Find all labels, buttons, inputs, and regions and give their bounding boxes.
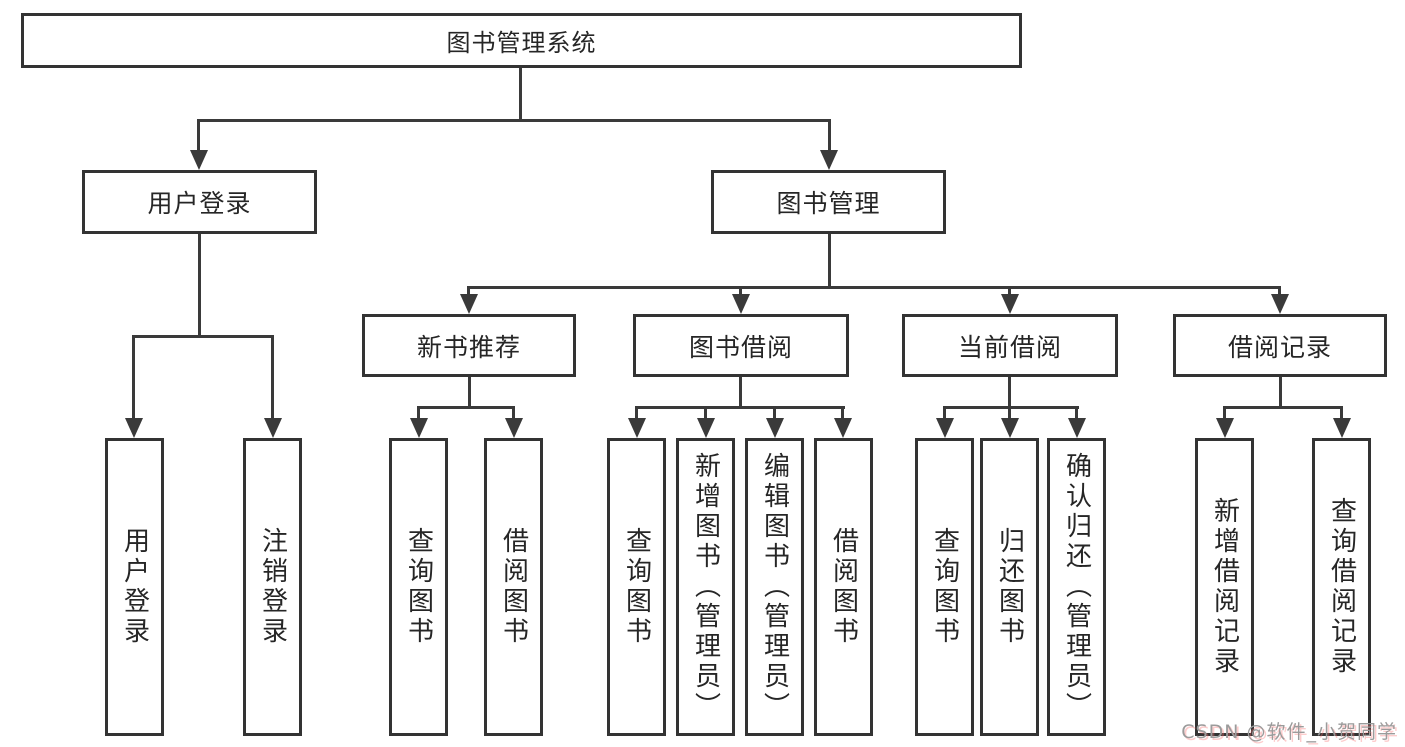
node-borrowing-records: 借阅记录: [1173, 314, 1387, 377]
csdn-watermark: CSDN @软件_小贺同学: [1181, 721, 1397, 743]
connector-line: [773, 406, 776, 424]
node-new-book-recommend: 新书推荐: [362, 314, 576, 377]
connector-line: [1075, 406, 1078, 424]
node-label: 查询图书: [929, 527, 960, 647]
node-label: 查询图书: [403, 527, 434, 647]
connector-line: [519, 68, 522, 121]
connector-line: [841, 406, 844, 424]
connector-line: [197, 119, 200, 156]
arrow-down-icon: [732, 294, 750, 314]
arrow-down-icon: [697, 418, 715, 438]
node-label: 注销登录: [257, 527, 288, 647]
node-label: 新增图书（管理员）: [690, 452, 721, 722]
leaf-query-books-recommend: 查询图书: [389, 438, 448, 736]
node-label: 确认归还（管理员）: [1061, 452, 1092, 722]
node-label: 图书管理: [776, 189, 881, 218]
connector-line: [1223, 406, 1226, 424]
connector-bus: [197, 119, 831, 122]
connector-bus: [635, 406, 845, 409]
arrow-down-icon: [1001, 418, 1019, 438]
leaf-borrow-books-borrowing: 借阅图书: [814, 438, 873, 736]
arrow-down-icon: [820, 150, 838, 170]
arrow-down-icon: [1068, 418, 1086, 438]
node-book-management: 图书管理: [711, 170, 946, 234]
connector-line: [828, 234, 831, 288]
leaf-query-books-borrowing: 查询图书: [607, 438, 666, 736]
leaf-query-borrow-record: 查询借阅记录: [1312, 438, 1371, 736]
connector-line: [198, 234, 201, 337]
node-label: 借阅图书: [828, 527, 859, 647]
node-label: 借阅图书: [498, 527, 529, 647]
node-current-borrowing: 当前借阅: [902, 314, 1118, 377]
node-label: 编辑图书（管理员）: [759, 452, 790, 722]
connector-line: [1278, 286, 1281, 297]
arrow-down-icon: [766, 418, 784, 438]
connector-line: [132, 335, 135, 424]
connector-bus: [132, 335, 274, 338]
leaf-borrow-books-recommend: 借阅图书: [484, 438, 543, 736]
connector-line: [468, 377, 471, 408]
arrow-down-icon: [190, 150, 208, 170]
connector-line: [417, 406, 420, 424]
node-label: 用户登录: [147, 189, 252, 218]
arrow-down-icon: [410, 418, 428, 438]
arrow-down-icon: [1333, 418, 1351, 438]
arrow-down-icon: [936, 418, 954, 438]
node-book-borrowing: 图书借阅: [633, 314, 849, 377]
node-label: 查询图书: [621, 527, 652, 647]
connector-line: [943, 406, 946, 424]
node-label: 借阅记录: [1227, 332, 1332, 362]
connector-line: [271, 335, 274, 424]
arrow-down-icon: [628, 418, 646, 438]
leaf-edit-books-admin: 编辑图书（管理员）: [745, 438, 804, 736]
node-library-management-system: 图书管理系统: [21, 13, 1022, 68]
node-user-login: 用户登录: [82, 170, 317, 234]
connector-line: [1008, 286, 1011, 297]
arrow-down-icon: [125, 418, 143, 438]
arrow-down-icon: [460, 294, 478, 314]
connector-line: [1340, 406, 1343, 424]
leaf-logout: 注销登录: [243, 438, 302, 736]
arrow-down-icon: [1001, 294, 1019, 314]
leaf-user-login: 用户登录: [105, 438, 164, 736]
node-label: 图书借阅: [688, 332, 793, 362]
connector-line: [704, 406, 707, 424]
node-label: 新增借阅记录: [1209, 497, 1240, 677]
connector-line: [739, 286, 742, 297]
connector-line: [1279, 377, 1282, 408]
arrow-down-icon: [834, 418, 852, 438]
node-label: 查询借阅记录: [1326, 497, 1357, 677]
connector-line: [1008, 406, 1011, 424]
leaf-add-borrow-record: 新增借阅记录: [1195, 438, 1254, 736]
connector-line: [467, 286, 470, 297]
connector-line: [512, 406, 515, 424]
connector-bus: [417, 406, 515, 409]
connector-bus: [467, 286, 1281, 289]
node-label: 新书推荐: [416, 332, 521, 362]
node-label: 当前借阅: [957, 332, 1062, 362]
leaf-confirm-return-admin: 确认归还（管理员）: [1047, 438, 1106, 736]
node-label: 用户登录: [119, 527, 150, 647]
arrow-down-icon: [264, 418, 282, 438]
leaf-return-books: 归还图书: [980, 438, 1039, 736]
connector-line: [1008, 377, 1011, 408]
connector-line: [739, 377, 742, 408]
arrow-down-icon: [505, 418, 523, 438]
arrow-down-icon: [1271, 294, 1289, 314]
connector-bus: [1223, 406, 1343, 409]
node-label: 归还图书: [994, 527, 1025, 647]
leaf-query-books-current: 查询图书: [915, 438, 974, 736]
arrow-down-icon: [1216, 418, 1234, 438]
leaf-add-books-admin: 新增图书（管理员）: [676, 438, 735, 736]
connector-line: [635, 406, 638, 424]
connector-line: [828, 119, 831, 156]
node-label: 图书管理系统: [446, 29, 597, 57]
connector-bus: [943, 406, 1079, 409]
